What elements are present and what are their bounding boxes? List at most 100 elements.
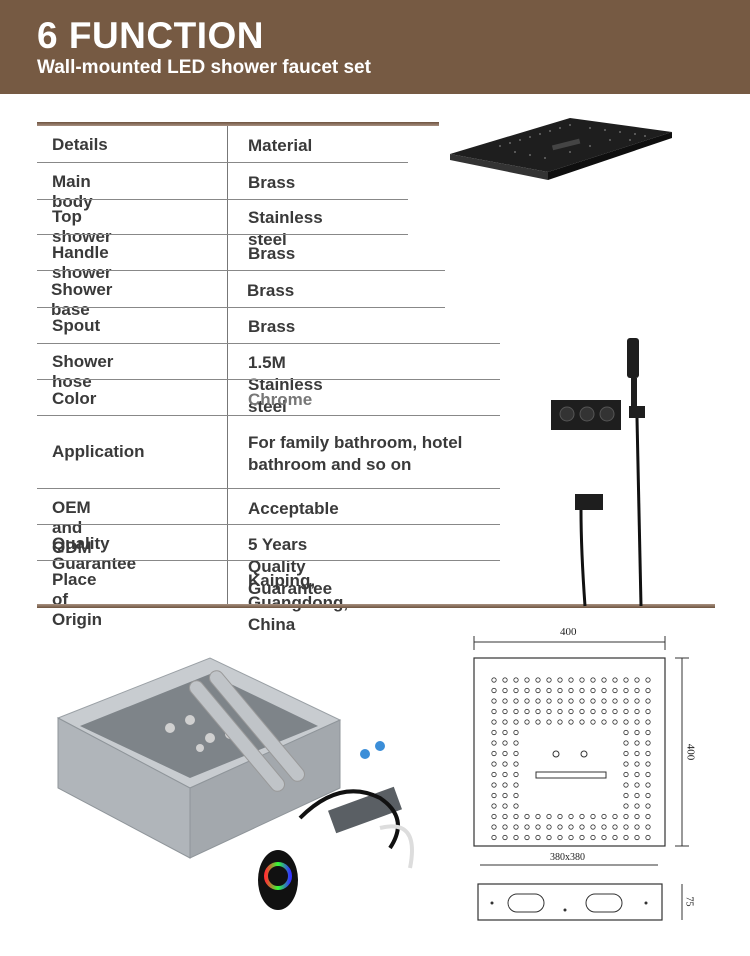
nozzle-dot (645, 719, 651, 725)
nozzle-dot (568, 813, 574, 820)
row-material: 5 Years Quality Guarantee (248, 535, 333, 598)
nozzle-dot (634, 708, 640, 715)
nozzle-dot (623, 761, 629, 767)
nozzle-dot (491, 708, 497, 715)
nozzle-dot (513, 729, 519, 736)
nozzle-dot (546, 824, 552, 830)
nozzle-dot (623, 782, 629, 788)
nozzle-dot (645, 771, 651, 778)
nozzle-dot (546, 687, 552, 694)
nozzle-dot (579, 824, 585, 830)
nozzle-dot (524, 677, 530, 683)
row-divider (37, 560, 500, 561)
nozzle-dot (513, 761, 519, 767)
nozzle-dot (601, 824, 607, 830)
nozzle-dot (623, 698, 629, 704)
nozzle-dot (513, 708, 519, 715)
nozzle-dot (524, 834, 530, 841)
nozzle-dot (590, 834, 596, 841)
nozzle-dot (645, 708, 651, 715)
nozzle-dot (645, 792, 651, 799)
nozzle-dot (491, 824, 497, 830)
row-material: Brass (248, 173, 296, 192)
table-header-material: Material (248, 136, 313, 155)
nozzle-dot (634, 719, 640, 725)
nozzle-dot (645, 782, 651, 788)
nozzle-dot (601, 813, 607, 820)
nozzle-dot (491, 771, 497, 778)
nozzle-dot (590, 687, 596, 694)
nozzle-dot (557, 834, 563, 841)
nozzle-dot (623, 719, 629, 725)
nozzle-dot (612, 813, 618, 820)
nozzle-dot (612, 698, 618, 704)
nozzle-dot (634, 750, 640, 757)
nozzle-dot (491, 813, 497, 820)
row-divider (37, 379, 500, 380)
nozzle-dot (645, 834, 651, 841)
nozzle-dot (502, 771, 508, 778)
nozzle-dot (557, 708, 563, 715)
nozzle-dot (568, 708, 574, 715)
nozzle-dot (557, 687, 563, 694)
nozzle-dot (491, 677, 497, 683)
nozzle-dot (491, 687, 497, 694)
row-divider (37, 199, 408, 200)
dimension-drawing: 400 400 380x380 75 (460, 622, 700, 952)
nozzle-dot (502, 750, 508, 757)
nozzle-dot (579, 708, 585, 715)
nozzle-dot (491, 834, 497, 841)
nozzle-dot (513, 677, 519, 683)
nozzle-dot (645, 750, 651, 757)
nozzle-dot (634, 813, 640, 820)
nozzle-dot (535, 824, 541, 830)
row-detail: Shower hose (52, 352, 114, 391)
table-bottom-rule (37, 604, 715, 608)
row-divider (37, 343, 500, 344)
row-divider (37, 270, 445, 271)
page-title: 6 FUNCTION (37, 15, 264, 56)
row-material: Brass (247, 281, 295, 300)
nozzle-dot (590, 698, 596, 704)
nozzle-dot (568, 824, 574, 830)
table-top-rule (37, 122, 439, 126)
nozzle-dot (546, 698, 552, 704)
nozzle-dot (623, 824, 629, 830)
nozzle-dot (535, 813, 541, 820)
nozzle-dot (645, 824, 651, 830)
row-material: Acceptable (248, 499, 339, 518)
row-divider (37, 524, 500, 525)
nozzle-dot (634, 677, 640, 683)
nozzle-dot (502, 708, 508, 715)
nozzle-dot (634, 792, 640, 799)
nozzle-dot (590, 708, 596, 715)
nozzle-dot (623, 792, 629, 799)
nozzle-dot (557, 824, 563, 830)
nozzle-dot (502, 782, 508, 788)
nozzle-dot (524, 698, 530, 704)
nozzle-dot (623, 813, 629, 820)
nozzle-dot (601, 834, 607, 841)
row-material: Chrome (248, 390, 313, 409)
nozzle-dot (634, 740, 640, 746)
nozzle-dot (612, 719, 618, 725)
nozzle-dot (568, 834, 574, 841)
nozzle-dot (491, 782, 497, 788)
nozzle-dot (634, 824, 640, 830)
nozzle-dot (590, 719, 596, 725)
nozzle-dot (579, 834, 585, 841)
nozzle-dot (557, 677, 563, 683)
nozzle-dot (645, 803, 651, 809)
nozzle-dot (612, 708, 618, 715)
nozzle-dot (568, 719, 574, 725)
nozzle-dot (513, 803, 519, 809)
nozzle-dot (557, 698, 563, 704)
nozzle-dot (502, 687, 508, 694)
nozzle-dot (524, 719, 530, 725)
nozzle-dot (524, 708, 530, 715)
nozzle-dot (590, 813, 596, 820)
nozzle-dot (623, 834, 629, 841)
nozzle-dot (502, 813, 508, 820)
row-detail: Top shower (52, 207, 112, 246)
nozzle-dot (601, 677, 607, 683)
